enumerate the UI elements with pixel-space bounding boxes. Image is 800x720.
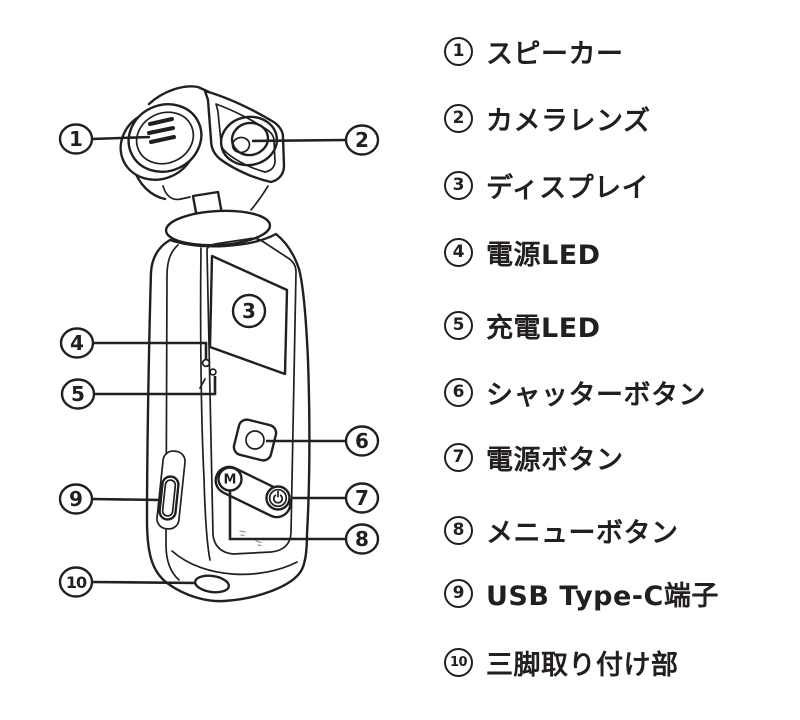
speaker-inset — [135, 111, 195, 165]
parts-legend: 1 スピーカー 2 カメラレンズ 3 ディスプレイ 4 電源LED 5 充電LE… — [428, 0, 800, 720]
body-tick-mark — [199, 378, 206, 389]
leader-5 — [94, 376, 217, 396]
power-button-drawing — [265, 485, 291, 511]
legend-label-speaker: スピーカー — [486, 38, 624, 70]
neck-bracket-left — [162, 185, 191, 201]
legend-num-5: 5 — [444, 310, 473, 340]
callout-usb-type-c: 9 — [58, 483, 94, 515]
leader-1 — [91, 135, 151, 141]
camera-lens — [219, 115, 279, 167]
front-bezel — [206, 237, 297, 555]
faint-print-marks — [239, 530, 262, 547]
leader-2 — [251, 138, 347, 143]
leader-4 — [93, 341, 208, 359]
legend-num-8: 8 — [444, 515, 473, 545]
legend-label-charging-led: 充電LED — [486, 312, 601, 344]
shutter-button-drawing — [232, 418, 278, 462]
legend-label-usb-type-c: USB Type-C端子 — [486, 580, 719, 612]
legend-num-4: 4 — [444, 237, 473, 267]
leader-10 — [91, 580, 197, 585]
legend-label-tripod-mount: 三脚取り付け部 — [486, 649, 679, 681]
legend-item-power-led: 4 電源LED — [428, 232, 601, 272]
body-front-edge — [199, 247, 211, 561]
legend-num-3: 3 — [444, 170, 473, 200]
svg-text:1: 1 — [69, 127, 83, 151]
legend-item-tripod-mount: 10 三脚取り付け部 — [428, 642, 679, 682]
callout-charging-led: 5 — [60, 378, 96, 410]
legend-item-menu-button: 8 メニューボタン — [428, 510, 679, 550]
callout-speaker: 1 — [58, 123, 94, 155]
legend-num-2: 2 — [444, 103, 473, 133]
usb-c-port-drawing — [156, 450, 186, 530]
svg-text:4: 4 — [70, 331, 84, 355]
svg-text:9: 9 — [69, 487, 83, 511]
legend-num-1: 1 — [444, 36, 473, 66]
speaker — [119, 103, 203, 181]
power-icon — [272, 490, 284, 504]
callout-display: 3 — [231, 293, 267, 329]
legend-item-speaker: 1 スピーカー — [428, 31, 624, 71]
callout-shutter-button: 6 — [344, 425, 380, 457]
legend-label-shutter-button: シャッターボタン — [486, 379, 706, 411]
svg-text:7: 7 — [355, 486, 369, 510]
charging-led-dot — [209, 368, 217, 376]
svg-text:2: 2 — [355, 128, 369, 152]
legend-item-usb-type-c: 9 USB Type-C端子 — [428, 573, 719, 613]
neck-bracket-right — [250, 185, 269, 211]
legend-label-power-led: 電源LED — [486, 239, 601, 271]
legend-label-display: ディスプレイ — [486, 172, 650, 204]
legend-item-camera-lens: 2 カメラレンズ — [428, 98, 650, 138]
legend-label-power-button: 電源ボタン — [486, 444, 624, 476]
camera-illustration: M — [58, 85, 380, 603]
leader-lines — [91, 135, 347, 585]
callout-menu-button: 8 — [344, 523, 380, 555]
legend-label-camera-lens: カメラレンズ — [486, 105, 651, 137]
legend-item-power-button: 7 電源ボタン — [428, 437, 624, 477]
gimbal-head — [119, 85, 286, 201]
device-diagram: M — [58, 85, 380, 603]
legend-item-display: 3 ディスプレイ — [428, 165, 649, 205]
speaker-slots — [147, 117, 176, 144]
callout-camera-lens: 2 — [344, 124, 380, 156]
legend-num-10: 10 — [444, 647, 473, 677]
legend-item-shutter-button: 6 シャッターボタン — [428, 372, 706, 412]
menu-button-drawing: M — [217, 466, 243, 492]
callout-power-led: 4 — [59, 327, 95, 359]
body-side-crease — [165, 244, 180, 581]
legend-label-menu-button: メニューボタン — [486, 517, 679, 549]
body-details: M — [156, 358, 292, 594]
leader-8 — [228, 491, 346, 541]
tripod-mount-drawing — [193, 574, 231, 594]
svg-text:8: 8 — [355, 527, 369, 551]
callout-power-button: 7 — [344, 482, 380, 514]
callout-bubbles: 1 2 3 4 5 — [58, 123, 380, 598]
svg-text:3: 3 — [242, 299, 256, 323]
pan-motor-collar — [164, 209, 272, 247]
svg-text:6: 6 — [355, 429, 369, 453]
camera-body — [145, 232, 311, 603]
legend-num-7: 7 — [444, 442, 473, 472]
bottom-face-edge — [171, 550, 298, 576]
legend-num-9: 9 — [444, 578, 473, 608]
callout-tripod-mount: 10 — [58, 566, 94, 598]
gimbal-neck — [162, 185, 272, 247]
leader-9 — [91, 497, 163, 502]
legend-num-6: 6 — [444, 377, 473, 407]
menu-button-letter: M — [224, 473, 237, 488]
head-top-edge — [147, 85, 211, 106]
legend-item-charging-led: 5 充電LED — [428, 305, 601, 345]
power-led-dot — [201, 358, 211, 368]
svg-text:10: 10 — [66, 573, 87, 592]
svg-text:5: 5 — [71, 382, 85, 406]
